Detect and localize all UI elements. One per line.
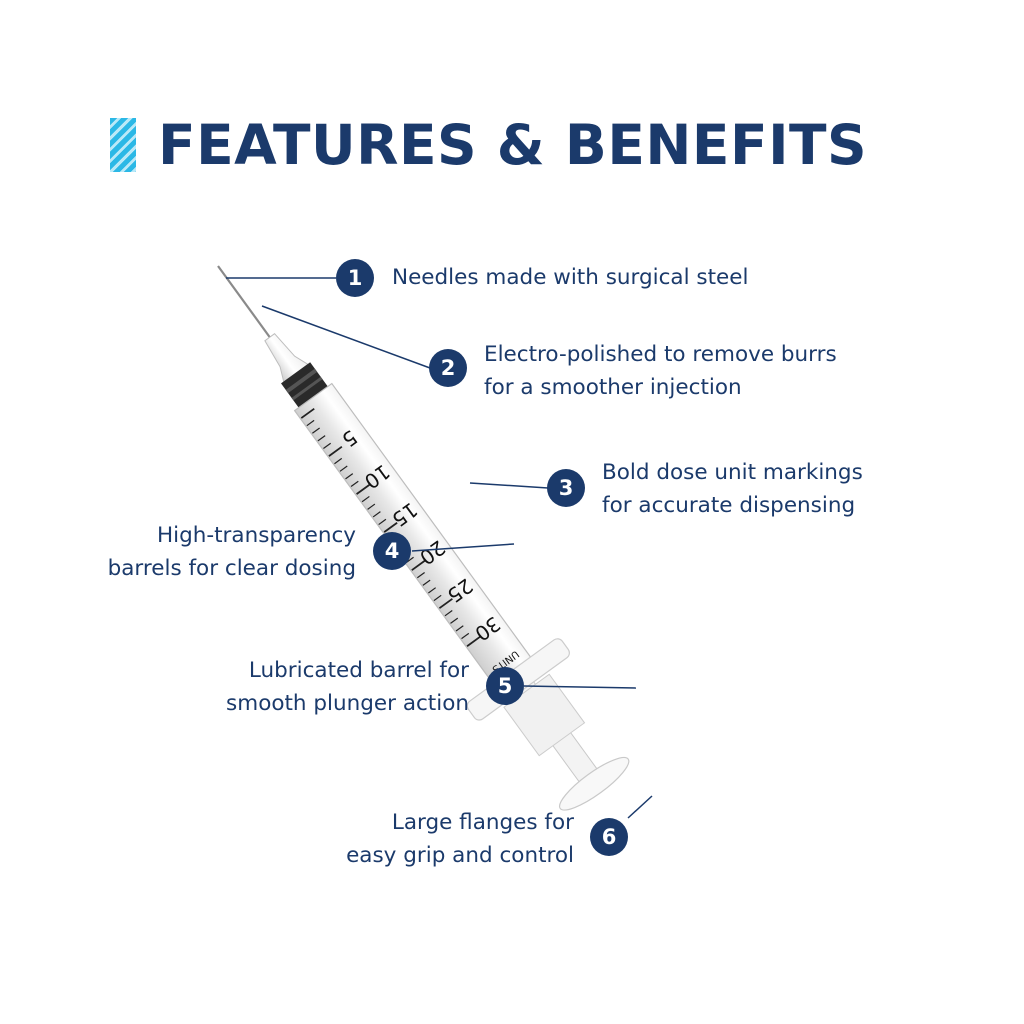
scale-tick [416, 572, 425, 579]
needle [217, 265, 275, 344]
scale-tick [334, 457, 343, 465]
feature-6-line-2: easy grip and control [346, 843, 574, 868]
scale-tick [345, 473, 354, 480]
feature-label-1: Needles made with surgical steel [392, 261, 748, 294]
scale-tick [455, 625, 464, 632]
page-header: FEATURES & BENEFITS [110, 112, 867, 178]
leader-line-6 [627, 795, 653, 819]
feature-badge-4: 4 [373, 532, 411, 570]
scale-tick [422, 579, 431, 586]
feature-badge-3: 3 [547, 469, 585, 507]
scale-tick [433, 594, 442, 602]
scale-tick [450, 617, 459, 624]
leader-line-5 [523, 685, 637, 689]
scale-tick [356, 483, 371, 495]
scale-tick [339, 465, 348, 472]
feature-2-line-1: Electro-polished to remove burrs [484, 342, 837, 367]
feature-4-line-2: barrels for clear dosing [107, 556, 356, 581]
leader-line-2 [261, 305, 431, 369]
scale-tick [367, 503, 376, 510]
scale-tick [444, 610, 453, 617]
scale-tick [300, 407, 315, 419]
scale-tick [372, 511, 381, 518]
feature-badge-5: 5 [486, 667, 524, 705]
feature-badge-6: 6 [590, 818, 628, 856]
feature-6-line-1: Large flanges for [391, 810, 574, 835]
leader-line-3 [469, 482, 549, 489]
feature-1-line-1: Needles made with surgical steel [392, 265, 749, 290]
scale-tick [361, 495, 370, 503]
scale-tick [428, 587, 437, 594]
feature-label-6: Large flanges for easy grip and control [346, 806, 574, 872]
scale-tick [311, 427, 320, 434]
feature-label-3: Bold dose unit markings for accurate dis… [602, 456, 863, 522]
feature-3-line-1: Bold dose unit markings [602, 460, 863, 485]
scale-tick [411, 560, 426, 571]
scale-tick [323, 442, 332, 449]
title-accent-bar [110, 118, 136, 172]
thumb-pad [558, 756, 630, 811]
scale-tick [306, 419, 315, 427]
feature-badge-2: 2 [429, 349, 467, 387]
scale-tick [328, 445, 343, 457]
feature-5-line-1: Lubricated barrel for [248, 658, 469, 683]
feature-2-line-2: for a smoother injection [484, 375, 742, 400]
feature-label-4: High-transparency barrels for clear dosi… [108, 519, 356, 585]
scale-tick [350, 480, 359, 488]
scale-tick [383, 522, 398, 533]
feature-badge-1: 1 [336, 259, 374, 297]
scale-tick [438, 598, 453, 609]
leader-line-4 [411, 543, 515, 552]
scale-tick [466, 636, 481, 647]
feature-3-line-2: for accurate dispensing [602, 493, 856, 518]
scale-tick [317, 435, 326, 442]
feature-label-5: Lubricated barrel for smooth plunger act… [226, 654, 469, 720]
scale-tick [378, 518, 387, 526]
page-title: FEATURES & BENEFITS [158, 112, 868, 177]
scale-tick [461, 632, 470, 640]
plunger-collar [503, 673, 586, 757]
feature-4-line-1: High-transparency [156, 523, 356, 548]
feature-label-2: Electro-polished to remove burrs for a s… [484, 338, 837, 404]
feature-5-line-2: smooth plunger action [226, 691, 469, 716]
